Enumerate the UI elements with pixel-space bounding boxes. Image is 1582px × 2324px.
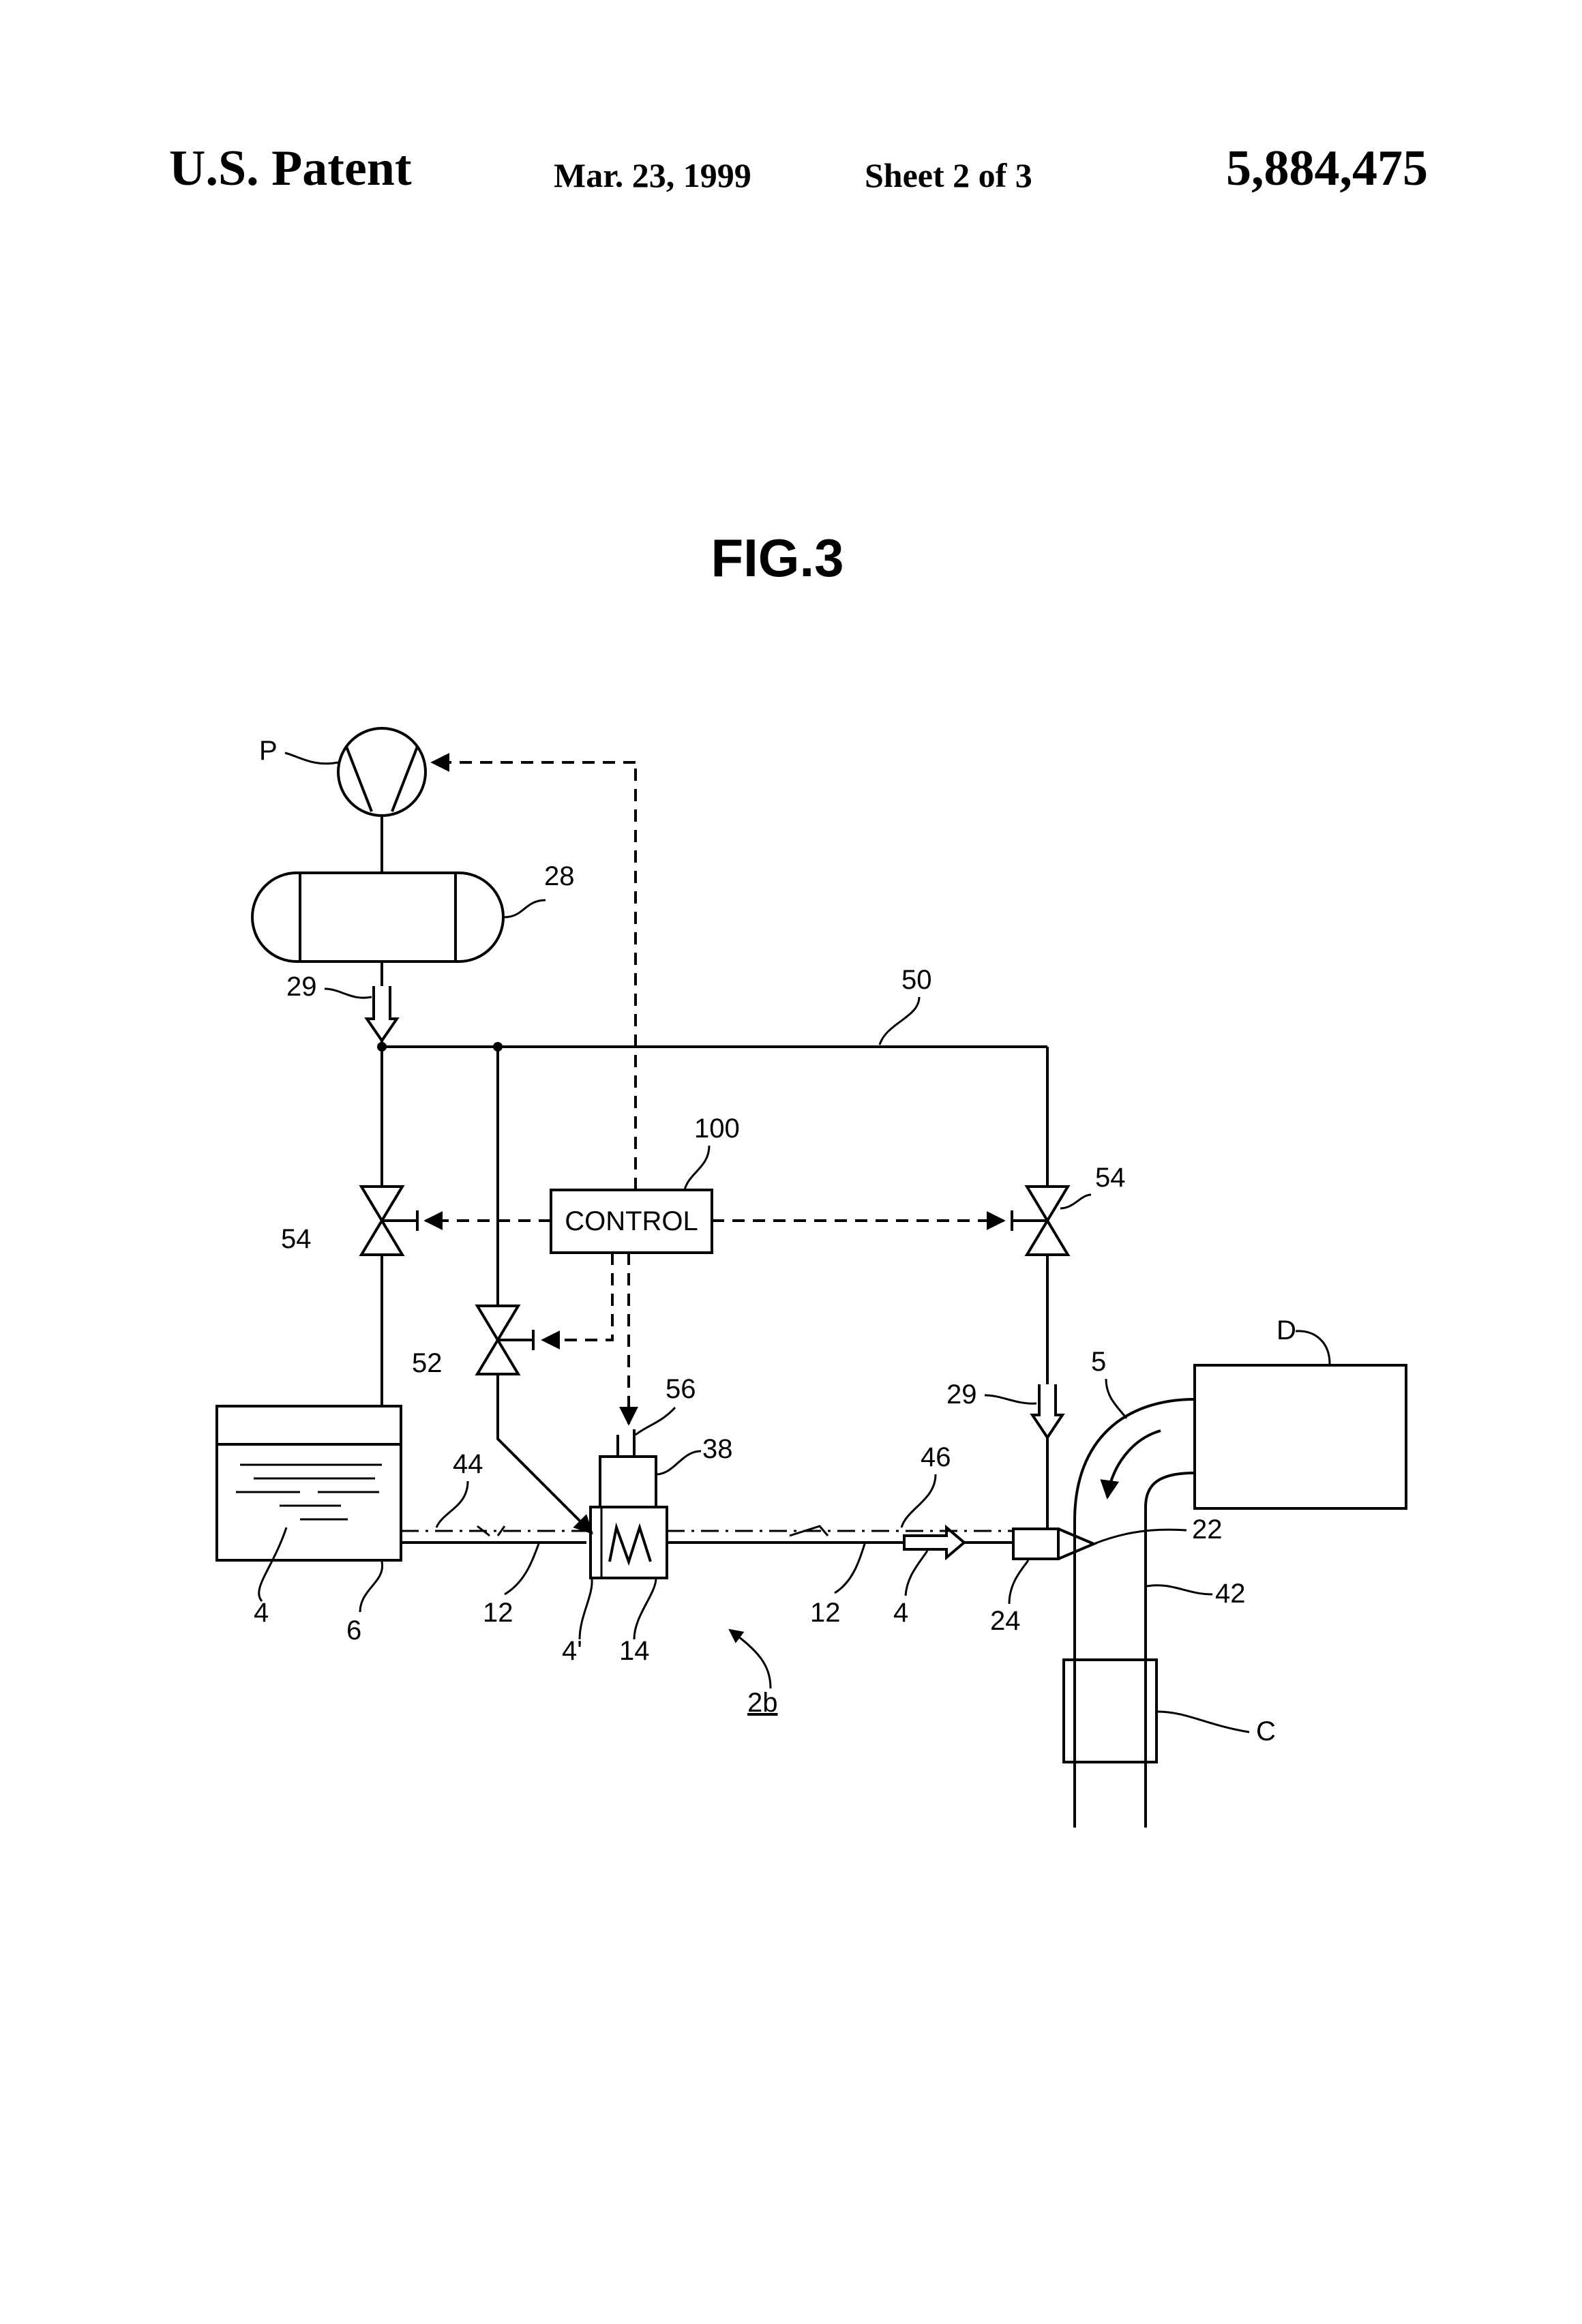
label-44: 44 <box>453 1449 483 1479</box>
label-12-right: 12 <box>810 1598 841 1628</box>
label-38: 38 <box>702 1434 733 1464</box>
label-54-right: 54 <box>1095 1163 1126 1193</box>
label-56: 56 <box>666 1374 696 1404</box>
label-2b: 2b <box>747 1688 778 1718</box>
label-5: 5 <box>1091 1347 1106 1377</box>
figure-title: FIG.3 <box>711 528 844 588</box>
pressure-tank-28 <box>252 873 503 962</box>
control-line-valve52 <box>543 1253 612 1340</box>
label-c: C <box>1256 1716 1276 1746</box>
label-14: 14 <box>619 1636 650 1666</box>
leader-p <box>285 753 338 764</box>
valve-54-right <box>1012 1187 1068 1255</box>
engine-d <box>1195 1365 1406 1508</box>
catalyst-c <box>1064 1660 1156 1762</box>
heater-terminal-56 <box>618 1429 634 1457</box>
label-12-left: 12 <box>483 1598 513 1628</box>
pump-p <box>338 728 426 872</box>
label-4-flow: 4 <box>893 1598 908 1628</box>
label-6: 6 <box>346 1615 361 1645</box>
heater-14 <box>591 1507 667 1578</box>
control-label: CONTROL <box>565 1206 698 1236</box>
check-valve-29-right <box>1032 1384 1062 1529</box>
label-4-prime: 4' <box>562 1636 582 1666</box>
label-p: P <box>259 736 278 766</box>
nozzle-24 <box>1013 1521 1094 1559</box>
fitting-38 <box>600 1457 656 1507</box>
leader-50 <box>880 997 919 1045</box>
label-24: 24 <box>990 1606 1021 1636</box>
label-29-right: 29 <box>946 1380 977 1410</box>
exhaust-pipe-5 <box>1075 1399 1195 1800</box>
label-54-left: 54 <box>281 1224 312 1254</box>
control-unit-100: CONTROL <box>551 1190 712 1253</box>
check-valve-29-top <box>367 962 397 1041</box>
valve-52 <box>477 1306 533 1374</box>
label-29-top: 29 <box>286 972 317 1002</box>
label-22: 22 <box>1192 1515 1223 1545</box>
label-100: 100 <box>694 1114 740 1144</box>
leader-28 <box>505 900 546 917</box>
valve-54-left <box>361 1187 417 1255</box>
leader-29-top <box>325 989 372 998</box>
label-52: 52 <box>412 1348 443 1378</box>
label-28: 28 <box>544 861 575 891</box>
label-d: D <box>1277 1315 1296 1345</box>
label-4-tank: 4 <box>254 1598 269 1628</box>
flow-arrow-4 <box>904 1528 964 1558</box>
liquid-tank-4 <box>217 1406 401 1560</box>
label-42: 42 <box>1215 1579 1246 1609</box>
label-50: 50 <box>901 965 932 995</box>
label-46: 46 <box>921 1442 951 1472</box>
